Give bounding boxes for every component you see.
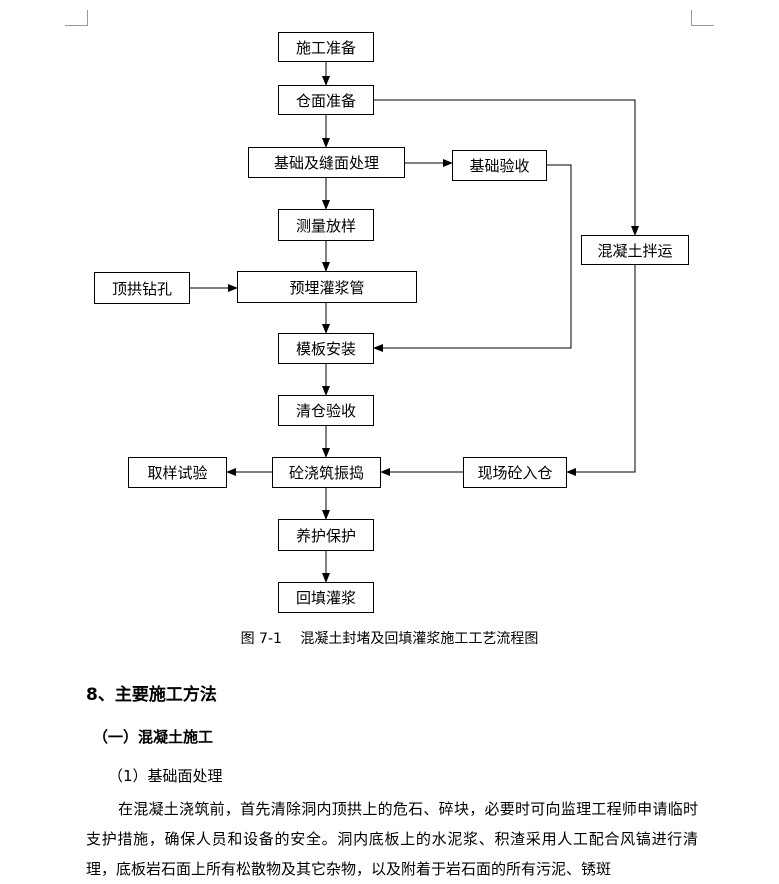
page-corner-mark-left — [65, 10, 88, 26]
item-heading: （1）基础面处理 — [108, 767, 223, 785]
step-survey-layout: 测量放样 — [278, 209, 374, 241]
step-construction-prep: 施工准备 — [278, 32, 374, 62]
step-bin-cleaning-acceptance: 清仓验收 — [278, 395, 374, 426]
step-formwork-install: 模板安装 — [278, 333, 374, 364]
step-onsite-concrete-entry: 现场砼入仓 — [463, 457, 567, 488]
figure-caption-text: 混凝土封堵及回填灌浆施工工艺流程图 — [300, 631, 539, 647]
step-concrete-pour-vibrate: 砼浇筑振捣 — [272, 457, 381, 488]
step-sampling-test: 取样试验 — [128, 457, 227, 488]
step-curing-protection: 养护保护 — [278, 519, 374, 551]
step-crown-drilling: 顶拱钻孔 — [94, 272, 190, 304]
subsection-heading: （一）混凝土施工 — [93, 728, 214, 746]
page-corner-mark-right — [691, 10, 714, 26]
step-foundation-treatment: 基础及缝面处理 — [248, 147, 405, 178]
arrow-acceptance-to-formwork — [373, 164, 572, 352]
section-heading: 8、主要施工方法 — [86, 685, 217, 705]
figure-caption: 图 7-1 混凝土封堵及回填灌浆施工工艺流程图 — [0, 628, 779, 648]
step-grout-pipe-embed: 预埋灌浆管 — [237, 271, 417, 303]
arrow-bin-to-mixing — [374, 99, 639, 236]
arrow-mixing-to-entry — [566, 265, 636, 476]
figure-number: 图 7-1 — [240, 631, 282, 647]
step-bin-prep: 仓面准备 — [278, 85, 374, 115]
step-backfill-grouting: 回填灌浆 — [278, 582, 374, 613]
step-foundation-acceptance: 基础验收 — [452, 150, 547, 181]
step-concrete-mixing-transport: 混凝土拌运 — [581, 235, 689, 265]
flowchart-connectors — [190, 62, 639, 583]
body-paragraph: 在混凝土浇筑前，首先清除洞内顶拱上的危石、碎块，必要时可向监理工程师申请临时支护… — [86, 800, 698, 878]
